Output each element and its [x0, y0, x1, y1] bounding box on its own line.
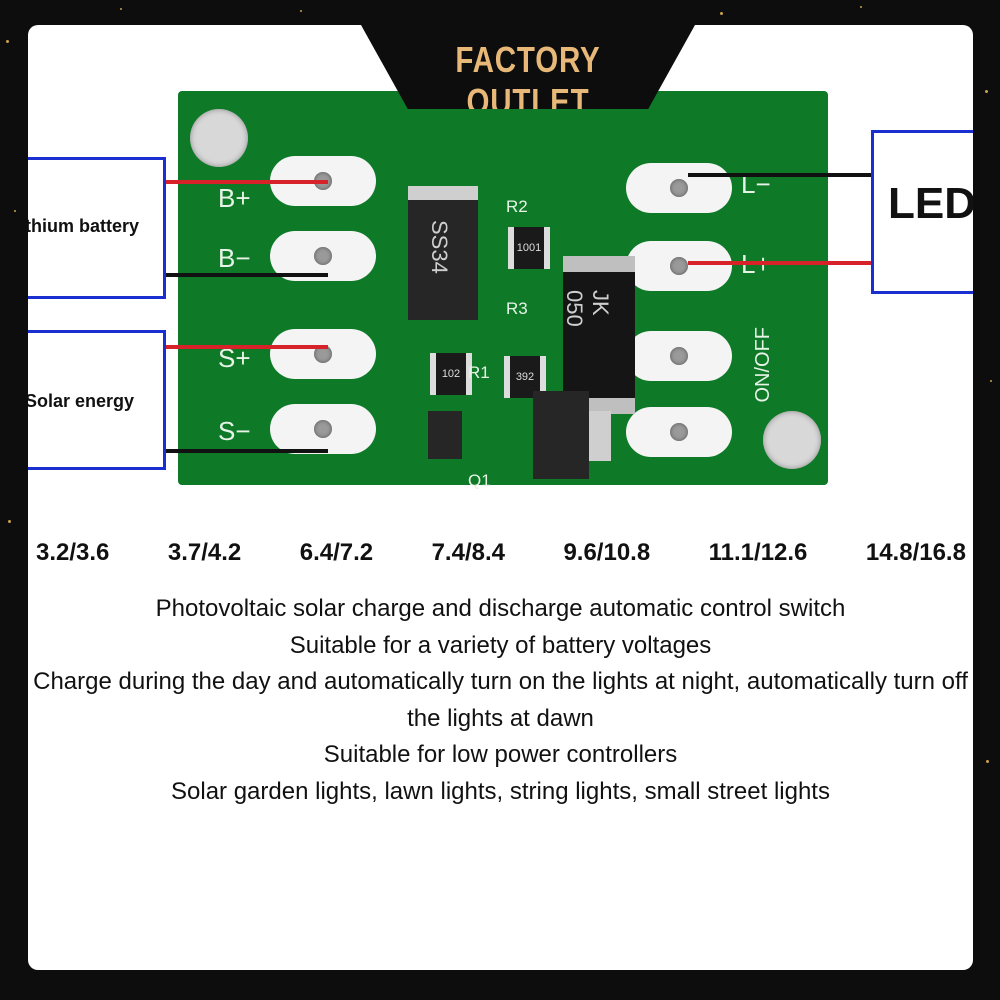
label-q1: Q1	[468, 471, 491, 490]
battery-label: thium battery	[28, 216, 140, 236]
mounting-hole	[763, 411, 821, 469]
description: Photovoltaic solar charge and discharge …	[28, 591, 973, 810]
gold-speck	[120, 8, 122, 10]
voltage-item: 11.1/12.6	[708, 539, 808, 566]
wire-battery-positive	[158, 180, 328, 184]
label-on-off: ON/OFF	[752, 327, 774, 403]
label-r3: R3	[506, 299, 528, 318]
wire-solar-positive	[158, 345, 328, 349]
label-r2: R2	[506, 197, 528, 216]
led-label: LED	[888, 179, 973, 228]
battery-box: thium battery	[28, 157, 166, 299]
voltage-item: 9.6/10.8	[563, 539, 651, 566]
description-line: Solar garden lights, lawn lights, string…	[171, 777, 830, 805]
gold-speck	[300, 10, 302, 12]
voltage-list: 3.2/3.6 3.7/4.2 6.4/7.2 7.4/8.4 9.6/10.8…	[36, 539, 966, 567]
gold-speck	[720, 12, 723, 15]
fuse-marking-2: 050	[562, 290, 587, 327]
voltage-item: 3.7/4.2	[167, 539, 242, 566]
gold-speck	[985, 90, 988, 93]
pad-b-minus	[270, 231, 376, 281]
gold-speck	[990, 380, 992, 382]
resistor-r1: 102	[430, 353, 472, 395]
pad-s-minus	[270, 404, 376, 454]
voltage-item: 14.8/16.8	[865, 539, 966, 566]
regulator-tab	[589, 411, 611, 461]
wire-battery-negative	[158, 273, 328, 277]
label-b-plus: B+	[218, 183, 251, 213]
description-line: Charge during the day and automatically …	[33, 668, 968, 732]
gold-speck	[860, 6, 862, 8]
wire-led-positive	[688, 261, 874, 265]
gold-speck	[14, 210, 16, 212]
diode-marking: SS34	[427, 220, 452, 274]
solar-box: Solar energy	[28, 330, 166, 470]
banner: FACTORY OUTLET	[361, 25, 695, 109]
product-card: B+ B− S+ S− L− L+ ON/OFF SS34 JK 050 100…	[28, 25, 973, 970]
voltage-item: 7.4/8.4	[431, 539, 505, 566]
label-b-minus: B−	[218, 243, 251, 273]
wire-solar-negative	[158, 449, 328, 453]
solar-label: Solar energy	[28, 391, 135, 411]
regulator-chip	[533, 391, 589, 479]
gold-speck	[986, 760, 989, 763]
transistor-q1	[428, 411, 462, 459]
pad-l-plus	[626, 241, 732, 291]
pad-switch-2	[626, 407, 732, 457]
pad-s-plus	[270, 329, 376, 379]
description-line: Suitable for a variety of battery voltag…	[289, 631, 712, 659]
led-box: LED	[871, 130, 973, 294]
description-line: Suitable for low power controllers	[323, 741, 678, 768]
pad-switch-1	[626, 331, 732, 381]
pad-l-minus	[626, 163, 732, 213]
banner-title: FACTORY OUTLET	[455, 39, 601, 122]
resistor-r2: 1001	[508, 227, 550, 269]
wire-led-negative	[688, 173, 874, 177]
fuse-chip: JK 050	[562, 256, 635, 414]
mounting-hole	[190, 109, 248, 167]
diode-chip: SS34	[408, 186, 478, 320]
label-s-minus: S−	[218, 416, 251, 446]
gold-speck	[8, 520, 11, 523]
fuse-marking-1: JK	[588, 290, 613, 316]
voltage-item: 3.2/3.6	[36, 539, 110, 566]
description-line: Photovoltaic solar charge and discharge …	[155, 595, 846, 622]
gold-speck	[6, 40, 9, 43]
pcb-board: B+ B− S+ S− L− L+ ON/OFF SS34 JK 050 100…	[178, 91, 828, 490]
label-r1: R1	[468, 363, 490, 382]
voltage-item: 6.4/7.2	[299, 539, 374, 566]
